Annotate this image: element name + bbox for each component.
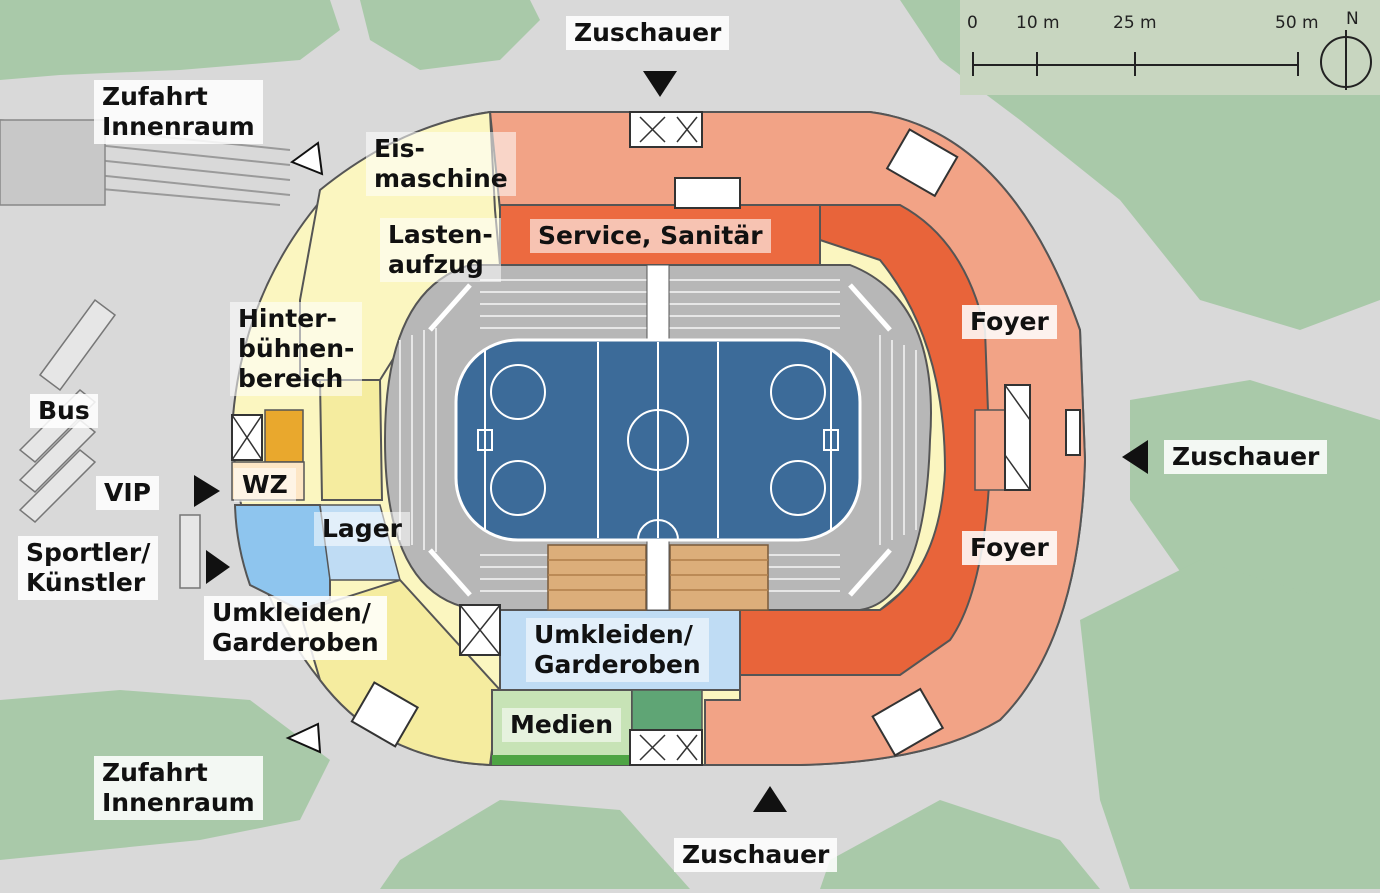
stair-south bbox=[629, 729, 703, 766]
scale-label-10: 10 m bbox=[1016, 13, 1060, 33]
stair-north-x bbox=[639, 116, 698, 143]
north-label: N bbox=[1346, 9, 1359, 29]
stair-south-west bbox=[350, 681, 420, 748]
stair-east-x bbox=[1004, 384, 1031, 491]
stair-north bbox=[629, 111, 703, 148]
label-zuschauer-top: Zuschauer bbox=[566, 16, 730, 50]
scale-label-25: 25 m bbox=[1113, 13, 1157, 33]
vip-boxes-left bbox=[547, 544, 647, 611]
aisle-se bbox=[848, 548, 892, 597]
stair-south-east bbox=[871, 687, 945, 757]
backstage-zone-mid bbox=[318, 379, 384, 501]
locker-zone-left bbox=[233, 504, 331, 612]
vip-box-lines bbox=[548, 559, 768, 591]
label-service: Service, Sanitär bbox=[530, 219, 771, 253]
green-area-top-left bbox=[0, 0, 340, 80]
bus-bay-3 bbox=[18, 418, 97, 494]
label-umkleiden-left: Umkleiden/ Garderoben bbox=[204, 596, 387, 660]
media-strip bbox=[492, 755, 632, 765]
label-sportler: Sportler/ Künstler bbox=[18, 536, 159, 600]
arrow-zufahrt-bottom bbox=[285, 722, 322, 754]
green-area-bottom-right-2 bbox=[820, 800, 1100, 889]
label-foyer-top: Foyer bbox=[962, 305, 1057, 339]
label-foyer-bottom: Foyer bbox=[962, 531, 1057, 565]
bus-bay-4 bbox=[18, 448, 97, 524]
label-medien: Medien bbox=[502, 708, 622, 742]
scale-bar bbox=[972, 30, 1372, 90]
rink-faceoff-circle-4 bbox=[770, 460, 826, 516]
label-zufahrt-bottom: Zufahrt Innenraum bbox=[94, 756, 263, 820]
arrow-zufahrt-top bbox=[289, 141, 324, 176]
arrow-sportler bbox=[206, 550, 230, 584]
label-lager: Lager bbox=[314, 512, 410, 546]
stair-south-x bbox=[639, 734, 698, 761]
label-zufahrt-top: Zufahrt Innenraum bbox=[94, 80, 263, 144]
label-zuschauer-bottom: Zuschauer bbox=[674, 838, 838, 872]
aisle-south bbox=[646, 539, 670, 611]
rink-faceoff-circle-1 bbox=[490, 364, 546, 420]
rink-faceoff-circle-2 bbox=[490, 460, 546, 516]
label-eismaschine: Eis- maschine bbox=[366, 132, 516, 196]
label-lastenaufzug: Lasten- aufzug bbox=[380, 218, 501, 282]
label-zuschauer-right: Zuschauer bbox=[1164, 440, 1328, 474]
rink-center-circle bbox=[627, 409, 689, 471]
scale-label-50: 50 m bbox=[1275, 13, 1319, 33]
stair-east-entry bbox=[1004, 384, 1031, 491]
parking-box bbox=[0, 119, 106, 206]
bus-bay-1 bbox=[38, 298, 117, 392]
media-room-dark bbox=[631, 689, 703, 731]
arrow-zuschauer-right bbox=[1122, 440, 1148, 474]
label-bus: Bus bbox=[30, 394, 98, 428]
rink-bottom-arc bbox=[637, 519, 679, 541]
arrow-zuschauer-top bbox=[643, 71, 677, 97]
green-area-bottom-right bbox=[1080, 560, 1380, 889]
stair-north-east bbox=[885, 128, 959, 198]
stair-north-inner bbox=[674, 177, 741, 209]
stair-east-gate bbox=[1065, 409, 1081, 456]
aisle-ne bbox=[848, 283, 892, 332]
aisle-nw bbox=[428, 283, 472, 332]
label-umkleiden-center: Umkleiden/ Garderoben bbox=[526, 618, 709, 682]
label-wz: WZ bbox=[234, 468, 296, 502]
rink-faceoff-circle-3 bbox=[770, 364, 826, 420]
green-area-top-middle bbox=[360, 0, 540, 70]
aisle-sw bbox=[428, 548, 472, 597]
stair-blocks bbox=[231, 111, 1081, 766]
vip-boxes-right bbox=[669, 544, 769, 611]
stair-left-x bbox=[459, 604, 501, 656]
arrow-zuschauer-bottom bbox=[753, 786, 787, 812]
scale-panel bbox=[960, 0, 1380, 95]
label-hinterbuehne: Hinter- bühnen- bereich bbox=[230, 302, 363, 396]
rink-markings bbox=[477, 342, 839, 541]
scale-label-0: 0 bbox=[967, 13, 978, 33]
aisle-north bbox=[646, 264, 670, 341]
green-area-bottom-middle bbox=[380, 800, 690, 889]
wz-room bbox=[264, 409, 304, 463]
rink-goal-crease-left bbox=[477, 429, 493, 451]
arrow-vip bbox=[194, 475, 220, 507]
stair-crosses bbox=[231, 116, 1031, 761]
label-vip: VIP bbox=[96, 476, 159, 510]
rink-goal-crease-right bbox=[823, 429, 839, 451]
stair-west-x bbox=[231, 414, 263, 461]
bus-bay-5 bbox=[179, 514, 201, 589]
entry-arrows bbox=[194, 71, 1148, 812]
corner-aisles bbox=[428, 283, 892, 597]
